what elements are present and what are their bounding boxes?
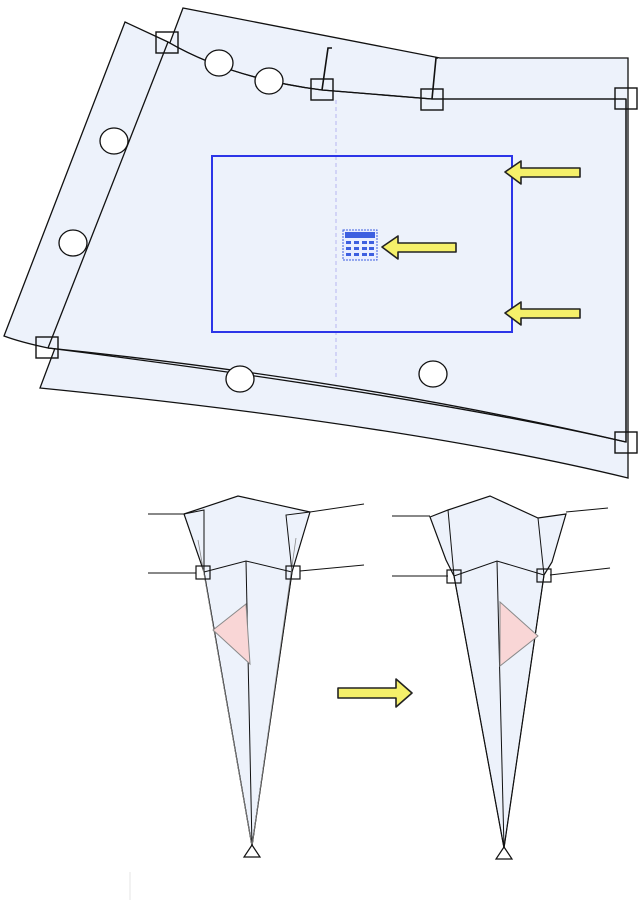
- square-point-icon[interactable]: [310, 78, 334, 101]
- square-point-icon[interactable]: [155, 31, 179, 54]
- dart-fold: [499, 600, 539, 668]
- dart-fold: [212, 603, 251, 666]
- arrow-icon: [504, 160, 581, 185]
- square-point-icon[interactable]: [614, 87, 638, 110]
- square-point-icon[interactable]: [35, 336, 59, 359]
- pattern-pieces: [3, 7, 629, 479]
- square-point-icon[interactable]: [614, 431, 638, 454]
- square-point-icon[interactable]: [420, 88, 444, 111]
- notches: [58, 49, 448, 393]
- dart-tick: [431, 57, 438, 100]
- arrow-icon: [504, 301, 581, 326]
- circle-notch-icon[interactable]: [225, 365, 255, 393]
- arrow-icon: [381, 235, 457, 260]
- square-point-icon[interactable]: [446, 569, 462, 584]
- dart-before: [148, 495, 365, 858]
- seam-line-top: [167, 41, 626, 100]
- arrow-icon: [337, 678, 413, 708]
- square-point-icon[interactable]: [195, 565, 211, 580]
- dart-tick: [321, 47, 332, 91]
- circle-notch-icon[interactable]: [58, 229, 88, 257]
- point-markers: [35, 31, 638, 454]
- dart-after: [392, 495, 611, 860]
- pointer-arrows: [381, 160, 581, 326]
- circle-notch-icon[interactable]: [254, 67, 284, 95]
- seam-line-bottom: [47, 347, 627, 443]
- seam-line-left: [47, 41, 169, 349]
- grid-table-icon[interactable]: [342, 229, 378, 261]
- triangle-apex-icon[interactable]: [494, 845, 514, 860]
- circle-notch-icon[interactable]: [99, 127, 129, 155]
- circle-notch-icon[interactable]: [204, 49, 234, 77]
- square-point-icon[interactable]: [536, 568, 552, 583]
- selection-rectangle[interactable]: [211, 155, 513, 333]
- dart-shape-before[interactable]: [183, 495, 311, 847]
- dart-shape-after[interactable]: [429, 495, 567, 849]
- triangle-apex-icon[interactable]: [242, 843, 262, 858]
- circle-notch-icon[interactable]: [418, 360, 448, 388]
- square-point-icon[interactable]: [285, 565, 301, 580]
